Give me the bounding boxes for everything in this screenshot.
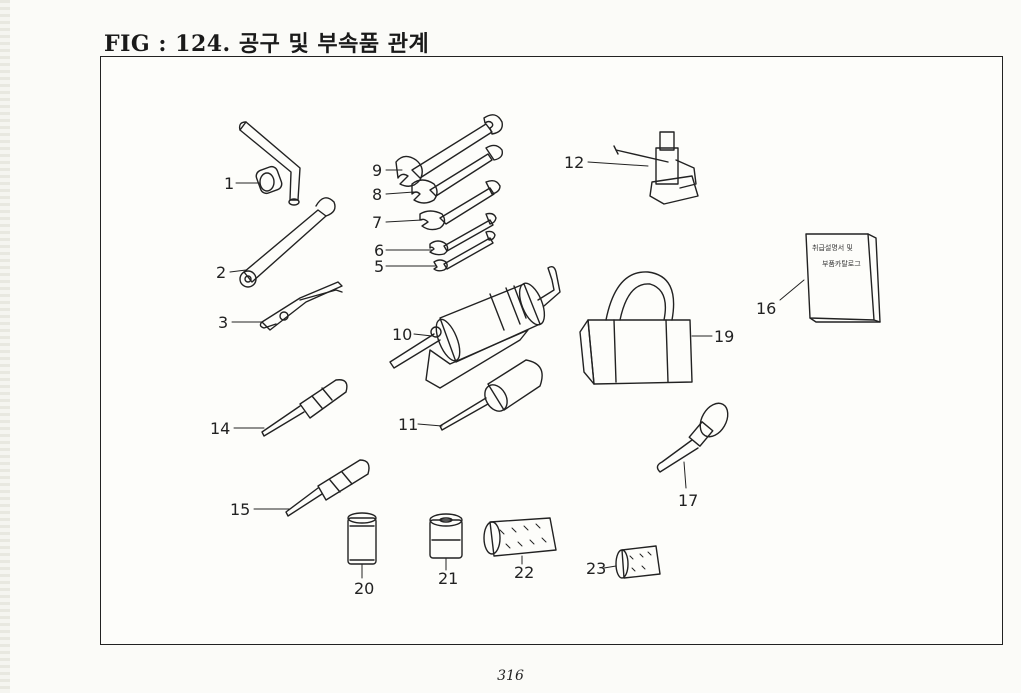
part-label-21: 21	[438, 569, 458, 588]
part-label-17: 17	[678, 491, 698, 510]
illustration-frame	[100, 56, 1003, 645]
oil-filter-drawing	[347, 512, 377, 565]
spanner-drawing	[239, 197, 336, 288]
part-label-23: 23	[586, 559, 606, 578]
pliers-drawing	[259, 281, 343, 331]
part-label-12: 12	[564, 153, 584, 172]
part-label-22: 22	[514, 563, 534, 582]
flat-screwdriver-drawing	[285, 459, 370, 517]
part-label-11: 11	[398, 415, 418, 434]
box-wrench-drawing	[238, 121, 301, 206]
part-label-10: 10	[392, 325, 412, 344]
page-binding-edge	[0, 0, 10, 693]
part-label-6: 6	[374, 241, 384, 260]
manual-cover-line1: 취급설명서 및	[812, 243, 853, 252]
manual-cover-line2: 부품카탈로그	[822, 259, 861, 268]
part-label-20: 20	[354, 579, 374, 598]
page-number: 316	[497, 668, 524, 684]
tow-hook-drawing	[656, 402, 729, 473]
figure-title: FIG : 124. 공구 및 부속품 관계	[104, 31, 430, 57]
part-label-8: 8	[372, 185, 382, 204]
air-filter-element-drawing	[483, 517, 557, 557]
open-end-wrenches-drawing	[395, 114, 504, 272]
part-number-labels: 1 2 3 5 6 7 8 9 10 11 12 14 15 16 17 19 …	[210, 153, 776, 598]
part-label-9: 9	[372, 161, 382, 180]
part-label-1: 1	[224, 174, 234, 193]
manual-booklet-drawing: 취급설명서 및 부품카탈로그	[805, 233, 881, 323]
part-label-15: 15	[230, 500, 250, 519]
phillips-screwdriver-drawing	[261, 379, 348, 437]
part-label-19: 19	[714, 327, 734, 346]
part-label-16: 16	[756, 299, 776, 318]
grease-can-drawing	[439, 359, 543, 431]
part-label-3: 3	[218, 313, 228, 332]
tool-bag-drawing	[579, 271, 693, 385]
small-filter-element-drawing	[615, 545, 661, 579]
part-label-7: 7	[372, 213, 382, 232]
fuel-filter-drawing	[429, 513, 463, 559]
leader-lines	[229, 161, 805, 579]
part-label-14: 14	[210, 419, 230, 438]
part-label-2: 2	[216, 263, 226, 282]
hydraulic-jack-drawing	[613, 131, 699, 205]
grease-gun-drawing	[389, 265, 561, 389]
part-label-5: 5	[374, 257, 384, 276]
